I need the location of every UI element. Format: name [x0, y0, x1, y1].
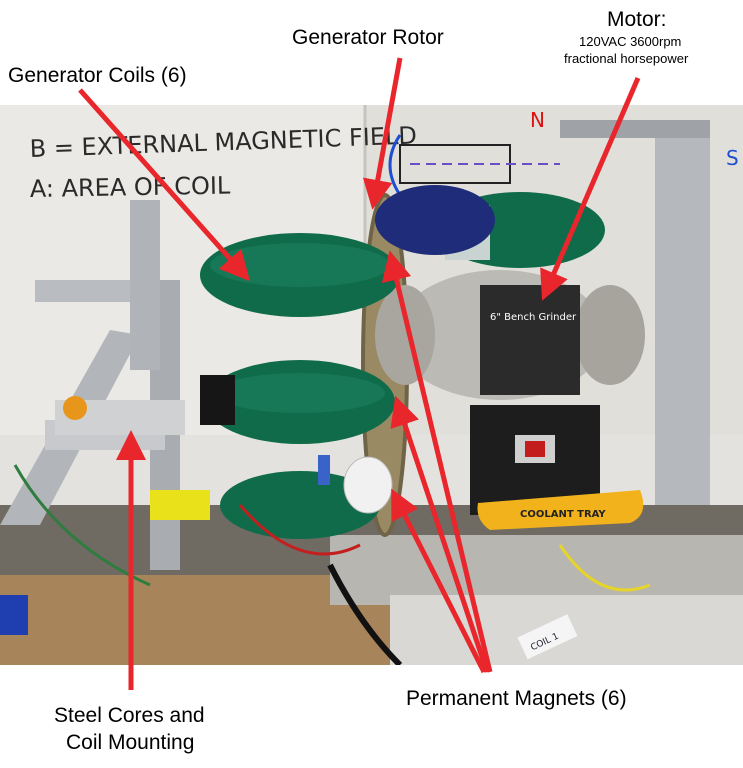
generator-photo: B = EXTERNAL MAGNETIC FIELD A: AREA OF C… — [0, 105, 743, 665]
whiteboard-north: N — [530, 108, 545, 132]
label-steel-cores-2: Coil Mounting — [66, 731, 195, 754]
label-generator-coils: Generator Coils (6) — [8, 64, 187, 87]
label-generator-rotor: Generator Rotor — [292, 26, 444, 49]
label-permanent-magnets: Permanent Magnets (6) — [406, 687, 627, 710]
whiteboard-line-a: A: AREA OF COIL — [30, 171, 232, 203]
label-steel-cores-1: Steel Cores and — [54, 704, 205, 727]
label-motor-spec-1: 120VAC 3600rpm — [579, 34, 682, 49]
whiteboard-south: S — [726, 146, 739, 170]
label-motor-title: Motor: — [607, 8, 667, 31]
coolant-tray-label: COOLANT TRAY — [520, 509, 606, 520]
grinder-label: 6" Bench Grinder — [490, 312, 577, 323]
label-motor-spec-2: fractional horsepower — [564, 51, 689, 66]
